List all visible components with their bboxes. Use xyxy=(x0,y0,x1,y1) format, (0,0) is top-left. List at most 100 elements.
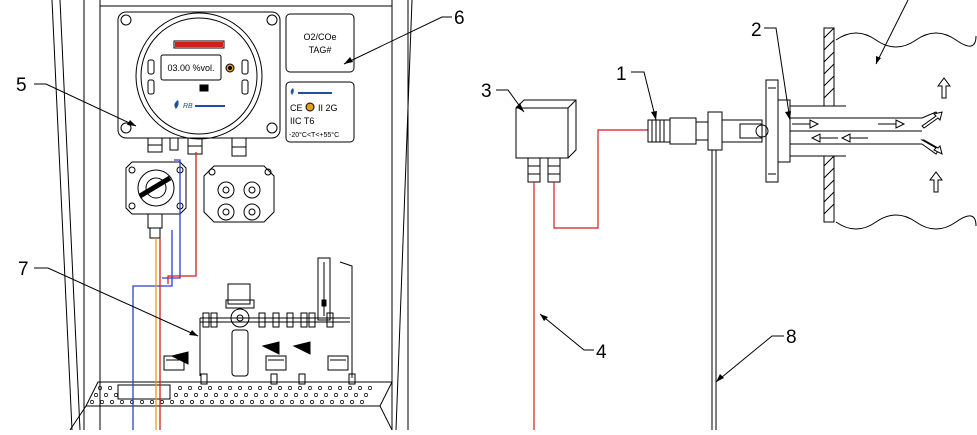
tray-hole xyxy=(90,400,94,404)
tray-hole xyxy=(104,393,108,397)
tray-hole xyxy=(330,400,334,404)
tray-hole xyxy=(204,393,208,397)
tube-fitting xyxy=(308,312,316,328)
tray-hole xyxy=(350,400,354,404)
pneumatic-junction-box xyxy=(125,161,187,239)
tray-hole xyxy=(254,393,258,397)
callout-6: 6 xyxy=(454,8,465,29)
tube-fitting xyxy=(286,312,294,328)
panel-wiring xyxy=(132,152,197,430)
housing-glands xyxy=(147,137,247,157)
tray-hole xyxy=(174,393,178,397)
callout-8: 8 xyxy=(786,327,797,348)
tray-hole xyxy=(280,400,284,404)
tray-hole xyxy=(178,386,182,390)
tray-connector xyxy=(270,373,278,385)
tray-hole xyxy=(250,400,254,404)
tray-hole xyxy=(240,400,244,404)
tray-hole xyxy=(208,386,212,390)
tray-hole xyxy=(338,386,342,390)
tray-connector xyxy=(200,373,208,385)
tray-hole xyxy=(170,400,174,404)
tray-hole xyxy=(344,393,348,397)
gas-conditioning-assembly xyxy=(163,257,356,385)
tray-hole xyxy=(110,400,114,404)
tray-hole xyxy=(214,393,218,397)
tray-hole xyxy=(218,386,222,390)
tray-hole xyxy=(160,400,164,404)
tray-hole xyxy=(290,400,294,404)
tray-hole xyxy=(180,400,184,404)
tray-hole xyxy=(358,386,362,390)
tray-hole xyxy=(98,386,102,390)
tray-hole xyxy=(228,386,232,390)
tray-hole xyxy=(364,393,368,397)
up-arrow-icon xyxy=(937,77,951,99)
tray-hole xyxy=(298,386,302,390)
tray-hole xyxy=(274,393,278,397)
tray-hole xyxy=(260,400,264,404)
tray-hole xyxy=(334,393,338,397)
tray-connector xyxy=(298,373,306,385)
tray-hole xyxy=(190,400,194,404)
tray-hole xyxy=(278,386,282,390)
callout-7: 7 xyxy=(18,259,29,280)
tube-fitting xyxy=(326,312,334,328)
callout-3: 3 xyxy=(481,81,492,102)
tray-hole xyxy=(308,386,312,390)
sampling-tube xyxy=(790,111,943,155)
tray-hole xyxy=(318,386,322,390)
tray-hole xyxy=(304,393,308,397)
cert-plate-line3: IIC T6 xyxy=(290,116,314,126)
tube-fitting xyxy=(300,312,308,328)
mounting-panel xyxy=(51,0,413,431)
perforated-tray xyxy=(69,381,393,431)
analyzer-logo: RB xyxy=(174,100,225,110)
tray-hole xyxy=(244,393,248,397)
tray-hole xyxy=(258,386,262,390)
tag-plate: O2/COe TAG# xyxy=(285,13,355,73)
signal-cable xyxy=(533,129,648,430)
tray-hole xyxy=(150,400,154,404)
tag-plate-line1: O2/COe xyxy=(303,32,336,42)
tray-hole xyxy=(264,393,268,397)
tray-hole xyxy=(324,393,328,397)
tube-fitting xyxy=(210,312,218,328)
tray-hole xyxy=(230,400,234,404)
tray-hole xyxy=(234,393,238,397)
cert-plate-line1: CE xyxy=(290,103,303,113)
tray-hole xyxy=(188,386,192,390)
tray-hole xyxy=(284,393,288,397)
tray-hole xyxy=(270,400,274,404)
tray-hole xyxy=(348,386,352,390)
tray-hole xyxy=(314,393,318,397)
analyzer-housing xyxy=(117,11,281,140)
callout-labels: 1 2 3 4 5 6 7 8 xyxy=(16,8,797,363)
tray-hole xyxy=(238,386,242,390)
tray-hole xyxy=(268,386,272,390)
tray-hole xyxy=(120,400,124,404)
tray-hole xyxy=(200,400,204,404)
flue-gas-flow-arrows xyxy=(929,77,951,193)
tray-hole xyxy=(220,400,224,404)
tray-hole xyxy=(328,386,332,390)
cert-plate: CE II 2G IIC T6 -20°C<T<+55°C xyxy=(285,81,355,143)
tube-fitting xyxy=(258,312,266,328)
tube-fitting xyxy=(272,312,280,328)
probe-assembly xyxy=(647,111,769,430)
tray-hole xyxy=(288,386,292,390)
stack-wall xyxy=(823,27,977,230)
tray-hole xyxy=(114,393,118,397)
tray-hole xyxy=(224,393,228,397)
tray-hole xyxy=(194,393,198,397)
callout-leaders xyxy=(34,0,909,383)
tray-hole xyxy=(320,400,324,404)
tray-hole xyxy=(198,386,202,390)
tray-hole xyxy=(210,400,214,404)
tag-plate-line2: TAG# xyxy=(309,45,332,55)
tray-hole xyxy=(354,393,358,397)
cert-plate-line2: II 2G xyxy=(318,103,338,113)
remote-junction-box xyxy=(515,99,577,183)
cert-plate-line4: -20°C<T<+55°C xyxy=(289,131,339,139)
tray-hole xyxy=(94,393,98,397)
